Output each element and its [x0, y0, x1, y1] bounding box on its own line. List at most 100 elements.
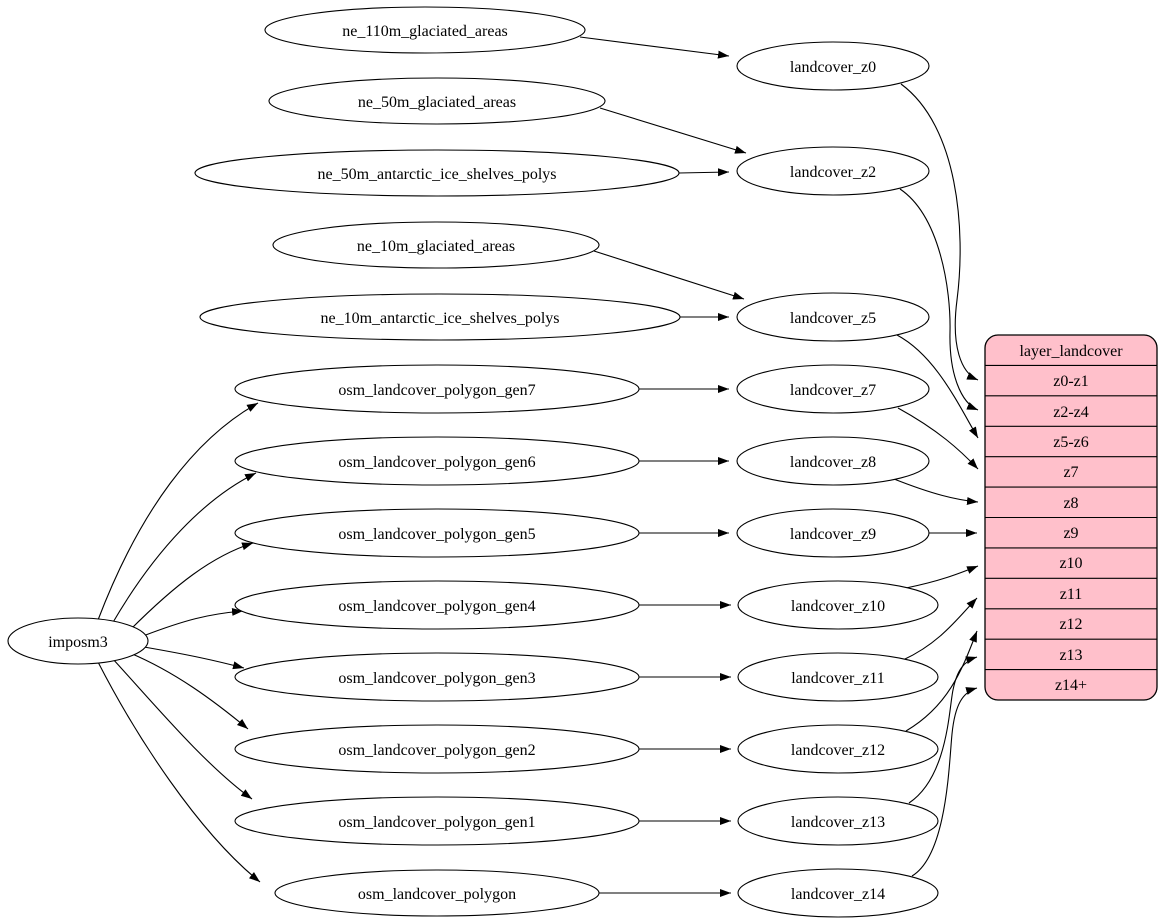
- edge-z7-to-row-z7: [897, 407, 979, 470]
- edge-imposm3-to-gen3: [143, 646, 245, 670]
- node-osm-landcover-polygon-gen4: osm_landcover_polygon_gen4: [234, 580, 640, 630]
- edge-imposm3-to-gen2: [129, 652, 249, 730]
- node-landcover-z12-shape: [737, 724, 939, 774]
- node-osm-landcover-polygon-gen3-label: osm_landcover_polygon_gen3: [338, 670, 535, 687]
- edge-imposm3-to-gen7: [97, 402, 259, 621]
- node-landcover-z13-shape: [737, 796, 939, 846]
- edge-z10-to-row-z10: [905, 565, 979, 589]
- edge-z5-to-row-z5-z6: [896, 334, 979, 439]
- node-osm-landcover-polygon-gen7: osm_landcover_polygon_gen7: [234, 364, 640, 414]
- node-landcover-z8-shape: [736, 436, 930, 486]
- node-imposm3-shape: [7, 617, 149, 665]
- record-row-z10: z10: [1059, 555, 1082, 572]
- record-row-z2-z4: z2-z4: [1053, 404, 1089, 421]
- node-ne-10m-antarctic-ice-shelves-polys-shape: [199, 293, 681, 341]
- record-row-z13: z13: [1059, 647, 1082, 664]
- node-ne-10m-glaciated-areas-label: ne_10m_glaciated_areas: [357, 238, 515, 255]
- node-osm-landcover-polygon-gen6: osm_landcover_polygon_gen6: [234, 436, 640, 486]
- edge-z13-to-row-z13: [908, 656, 978, 804]
- node-imposm3: imposm3: [7, 617, 149, 665]
- node-ne-10m-glaciated-areas: ne_10m_glaciated_areas: [272, 221, 600, 269]
- node-imposm3-label: imposm3: [48, 634, 108, 651]
- node-landcover-z0-label: landcover_z0: [790, 59, 876, 76]
- node-landcover-z5-label: landcover_z5: [790, 310, 876, 327]
- node-landcover-z14: landcover_z14: [737, 868, 939, 918]
- node-landcover-z13: landcover_z13: [737, 796, 939, 846]
- node-ne-50m-antarctic-ice-shelves-polys-label: ne_50m_antarctic_ice_shelves_polys: [317, 166, 556, 183]
- node-landcover-z8: landcover_z8: [736, 436, 930, 486]
- node-landcover-z0: landcover_z0: [736, 41, 930, 91]
- node-osm-landcover-polygon-gen5-label: osm_landcover_polygon_gen5: [338, 526, 535, 543]
- node-landcover-z10: landcover_z10: [737, 580, 939, 630]
- node-osm-landcover-polygon-gen4-shape: [234, 580, 640, 630]
- record-row-z11: z11: [1060, 586, 1083, 603]
- node-osm-landcover-polygon-label: osm_landcover_polygon: [358, 886, 516, 903]
- node-ne-50m-antarctic-ice-shelves-polys-shape: [194, 149, 680, 197]
- node-ne-10m-glaciated-areas-shape: [272, 221, 600, 269]
- node-landcover-z10-shape: [737, 580, 939, 630]
- edge-layer: [97, 36, 979, 897]
- edge-ne50m-antarctic-to-z2: [678, 168, 730, 177]
- node-ne-110m-glaciated-areas-label: ne_110m_glaciated_areas: [342, 23, 508, 40]
- node-osm-landcover-polygon-gen6-label: osm_landcover_polygon_gen6: [338, 454, 535, 471]
- record-row-z0-z1: z0-z1: [1053, 373, 1089, 390]
- edge-z2-to-row-z2-z4: [899, 188, 979, 411]
- record-title: layer_landcover: [1019, 343, 1123, 360]
- node-osm-landcover-polygon-gen1-shape: [234, 796, 640, 846]
- node-landcover-z9: landcover_z9: [736, 508, 930, 558]
- edge-imposm3-to-gen5: [129, 542, 254, 631]
- node-osm-landcover-polygon-gen3: osm_landcover_polygon_gen3: [234, 652, 640, 702]
- node-landcover-z8-label: landcover_z8: [790, 454, 876, 471]
- node-landcover-z12-label: landcover_z12: [791, 742, 885, 759]
- node-ne-110m-glaciated-areas-shape: [264, 6, 586, 54]
- node-landcover-z12: landcover_z12: [737, 724, 939, 774]
- edge-imposm3-to-gen6: [111, 472, 257, 625]
- node-landcover-z11-shape: [737, 652, 939, 702]
- edge-imposm3-to-gen4: [142, 607, 244, 637]
- node-landcover-z7: landcover_z7: [736, 364, 930, 414]
- record-row-z5-z6: z5-z6: [1053, 434, 1089, 451]
- node-landcover-z13-label: landcover_z13: [791, 814, 885, 831]
- node-osm-landcover-polygon-gen2-label: osm_landcover_polygon_gen2: [338, 742, 535, 759]
- node-osm-landcover-polygon-gen7-shape: [234, 364, 640, 414]
- node-landcover-z11: landcover_z11: [737, 652, 939, 702]
- node-osm-landcover-polygon-gen7-label: osm_landcover_polygon_gen7: [338, 382, 535, 399]
- node-osm-landcover-polygon-shape: [274, 869, 600, 917]
- node-landcover-z7-shape: [736, 364, 930, 414]
- edge-imposm3-to-gen1: [111, 657, 253, 800]
- edge-z0-to-row-z0-z1: [900, 83, 979, 381]
- edge-ne50m-glaciated-to-z2: [599, 107, 747, 154]
- record-row-z14plus: z14+: [1055, 677, 1087, 694]
- node-ne-110m-glaciated-areas: ne_110m_glaciated_areas: [264, 6, 586, 54]
- node-ne-50m-antarctic-ice-shelves-polys: ne_50m_antarctic_ice_shelves_polys: [194, 149, 680, 197]
- node-ne-50m-glaciated-areas-shape: [268, 77, 606, 125]
- node-osm-landcover-polygon-gen6-shape: [234, 436, 640, 486]
- node-landcover-z9-shape: [736, 508, 930, 558]
- node-landcover-z11-label: landcover_z11: [791, 670, 885, 687]
- node-osm-landcover-polygon-gen1-label: osm_landcover_polygon_gen1: [338, 814, 535, 831]
- node-osm-landcover-polygon: osm_landcover_polygon: [274, 869, 600, 917]
- edge-z8-to-row-z8: [893, 478, 979, 505]
- record-row-z7: z7: [1063, 464, 1078, 481]
- node-landcover-z14-label: landcover_z14: [791, 886, 885, 903]
- node-landcover-z2: landcover_z2: [736, 146, 930, 196]
- edge-z14-to-row-z14plus: [911, 687, 978, 877]
- node-ne-50m-glaciated-areas: ne_50m_glaciated_areas: [268, 77, 606, 125]
- node-osm-landcover-polygon-gen5: osm_landcover_polygon_gen5: [234, 508, 640, 558]
- node-landcover-z2-label: landcover_z2: [790, 164, 876, 181]
- edge-ne10m-glaciated-to-z5: [593, 250, 745, 300]
- node-landcover-z5: landcover_z5: [736, 292, 930, 342]
- edge-z11-to-row-z11: [902, 597, 978, 661]
- node-osm-landcover-polygon-gen4-label: osm_landcover_polygon_gen4: [338, 598, 535, 615]
- node-osm-landcover-polygon-gen1: osm_landcover_polygon_gen1: [234, 796, 640, 846]
- edge-imposm3-to-osm-landcover-polygon: [97, 661, 261, 883]
- node-landcover-z14-shape: [737, 868, 939, 918]
- node-osm-landcover-polygon-gen5-shape: [234, 508, 640, 558]
- record-row-z12: z12: [1059, 616, 1082, 633]
- node-ne-10m-antarctic-ice-shelves-polys: ne_10m_antarctic_ice_shelves_polys: [199, 293, 681, 341]
- node-landcover-z7-label: landcover_z7: [790, 382, 876, 399]
- node-ne-50m-glaciated-areas-label: ne_50m_glaciated_areas: [358, 94, 516, 111]
- node-landcover-z0-shape: [736, 41, 930, 91]
